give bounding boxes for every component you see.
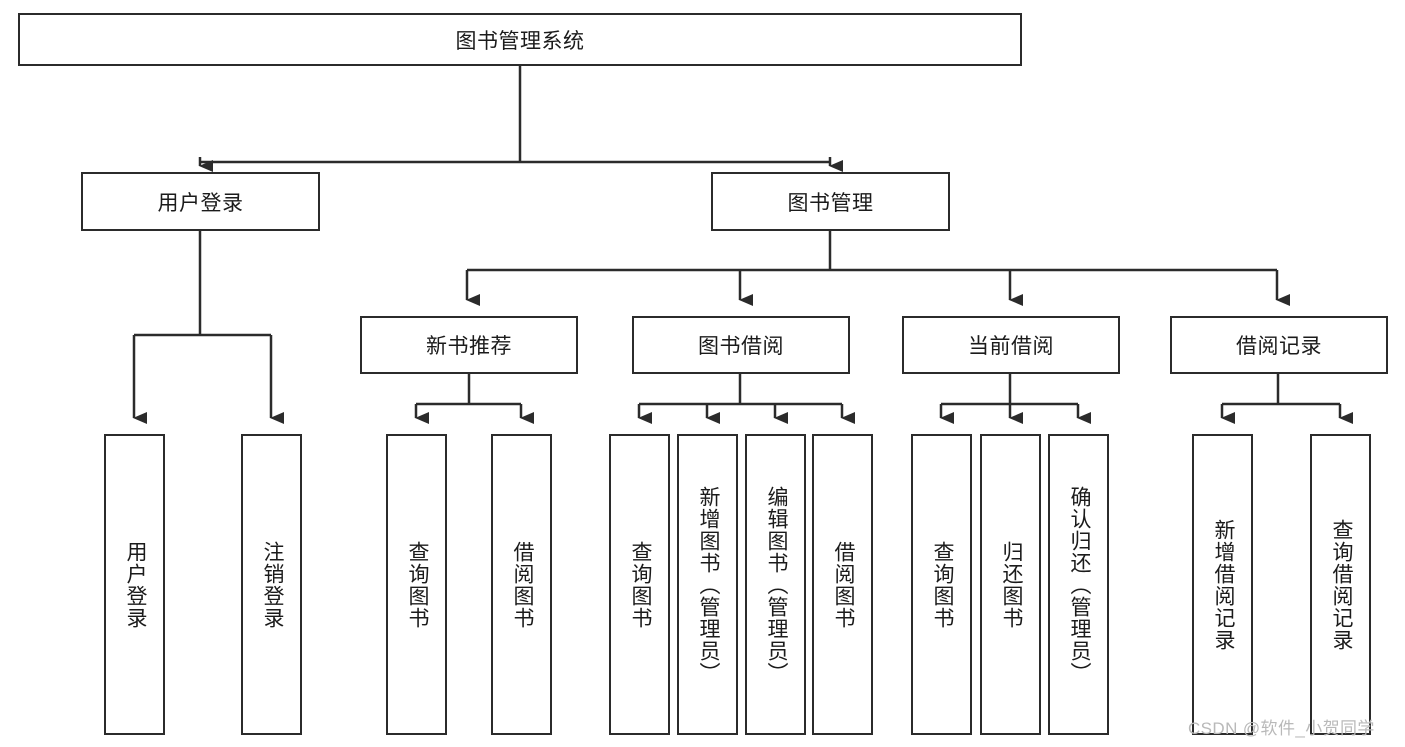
node-user-login-label: 用户登录 [157,191,244,215]
node-leaf-add-book-label: 新增图书（管理员） [696,485,720,684]
node-book-borrow[interactable]: 图书借阅 [632,316,850,374]
node-leaf-query-record-label: 查询借阅记录 [1329,518,1353,651]
node-leaf-edit-book-label: 编辑图书（管理员） [764,485,788,684]
node-new-book-recommend-label: 新书推荐 [426,335,512,358]
node-root-label: 图书管理系统 [455,29,585,53]
csdn-watermark: CSDN @软件_小贺同学 [1188,719,1375,738]
node-leaf-add-record[interactable]: 新增借阅记录 [1192,434,1253,735]
node-leaf-return-book[interactable]: 归还图书 [980,434,1041,735]
node-leaf-user-logout-label: 注销登录 [260,540,284,629]
node-leaf-edit-book[interactable]: 编辑图书（管理员） [745,434,806,735]
node-book-manage-label: 图书管理 [787,191,874,215]
node-leaf-borrow-book-1[interactable]: 借阅图书 [491,434,552,735]
node-leaf-query-book-1-label: 查询图书 [405,540,429,629]
node-leaf-add-book[interactable]: 新增图书（管理员） [677,434,738,735]
node-leaf-query-book-2[interactable]: 查询图书 [609,434,670,735]
node-new-book-recommend[interactable]: 新书推荐 [360,316,578,374]
node-book-manage[interactable]: 图书管理 [711,172,950,231]
node-leaf-add-record-label: 新增借阅记录 [1211,518,1235,651]
node-leaf-borrow-book-1-label: 借阅图书 [510,540,534,629]
node-leaf-return-book-label: 归还图书 [999,540,1023,629]
node-leaf-borrow-book-2[interactable]: 借阅图书 [812,434,873,735]
node-leaf-user-login-label: 用户登录 [123,540,147,629]
node-leaf-query-record[interactable]: 查询借阅记录 [1310,434,1371,735]
node-leaf-confirm-return[interactable]: 确认归还（管理员） [1048,434,1109,735]
node-borrow-record-label: 借阅记录 [1236,335,1322,358]
node-leaf-query-book-3-label: 查询图书 [930,540,954,629]
node-leaf-query-book-2-label: 查询图书 [628,540,652,629]
node-root[interactable]: 图书管理系统 [18,13,1022,66]
node-leaf-borrow-book-2-label: 借阅图书 [831,540,855,629]
node-leaf-confirm-return-label: 确认归还（管理员） [1067,485,1091,684]
node-leaf-user-login[interactable]: 用户登录 [104,434,165,735]
node-current-borrow[interactable]: 当前借阅 [902,316,1120,374]
node-borrow-record[interactable]: 借阅记录 [1170,316,1388,374]
node-leaf-query-book-1[interactable]: 查询图书 [386,434,447,735]
node-leaf-user-logout[interactable]: 注销登录 [241,434,302,735]
node-book-borrow-label: 图书借阅 [698,335,784,358]
node-leaf-query-book-3[interactable]: 查询图书 [911,434,972,735]
node-current-borrow-label: 当前借阅 [968,335,1054,358]
node-user-login[interactable]: 用户登录 [81,172,320,231]
